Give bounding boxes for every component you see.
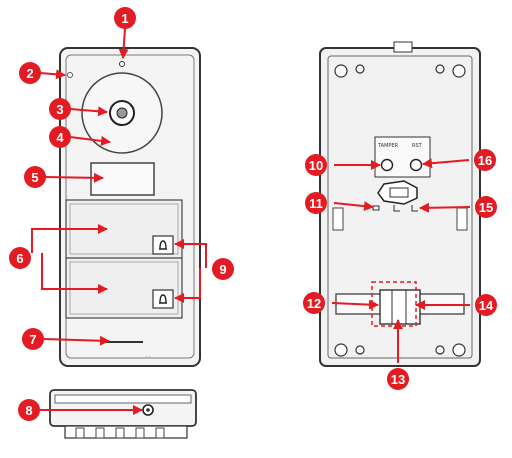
callout-7: 7 <box>22 328 44 350</box>
svg-text:· ·: · · <box>146 354 151 360</box>
microphone-hole <box>119 61 125 67</box>
callout-14: 14 <box>475 294 497 316</box>
tamper-switch[interactable] <box>380 158 394 172</box>
reset-button[interactable] <box>409 158 423 172</box>
front-view: · · <box>59 47 201 367</box>
callout-9: 9 <box>212 258 234 280</box>
callout-1: 1 <box>114 7 136 29</box>
callout-badges: 1 2 3 4 5 6 7 8 9 10 11 12 13 14 15 16 <box>9 7 497 421</box>
callout-6: 6 <box>9 247 31 269</box>
svg-text:10: 10 <box>309 158 323 173</box>
callout-lines <box>31 27 471 415</box>
callout-16: 16 <box>474 149 496 171</box>
callout-11: 11 <box>305 192 327 214</box>
callout-3: 3 <box>49 98 71 120</box>
svg-text:11: 11 <box>309 196 323 211</box>
callout-2: 2 <box>19 62 41 84</box>
callout-15: 15 <box>475 196 497 218</box>
callout-4: 4 <box>49 126 71 148</box>
svg-text:4: 4 <box>56 130 64 145</box>
svg-text:2: 2 <box>26 66 33 81</box>
svg-text:3: 3 <box>56 102 63 117</box>
svg-text:7: 7 <box>29 332 36 347</box>
mounting-screw-holes <box>334 64 466 357</box>
svg-text:9: 9 <box>219 262 226 277</box>
svg-text:16: 16 <box>478 153 492 168</box>
card-reader-area <box>90 162 155 196</box>
svg-text:15: 15 <box>479 200 493 215</box>
call-button-bottom[interactable] <box>152 289 174 309</box>
svg-text:14: 14 <box>479 298 494 313</box>
rst-label: RST <box>412 143 423 149</box>
svg-text:1: 1 <box>121 11 128 26</box>
bottom-view <box>49 389 197 439</box>
call-button-top[interactable] <box>152 235 174 255</box>
callout-10: 10 <box>305 154 327 176</box>
light-sensor <box>67 72 73 78</box>
tamper-label: TAMPER <box>377 143 399 149</box>
callout-8: 8 <box>18 399 40 421</box>
svg-text:12: 12 <box>307 296 321 311</box>
callout-12: 12 <box>303 292 325 314</box>
svg-text:5: 5 <box>31 170 38 185</box>
callout-13: 13 <box>387 368 409 390</box>
svg-text:13: 13 <box>391 372 405 387</box>
svg-text:8: 8 <box>25 403 32 418</box>
svg-text:6: 6 <box>16 251 23 266</box>
callout-5: 5 <box>24 166 46 188</box>
